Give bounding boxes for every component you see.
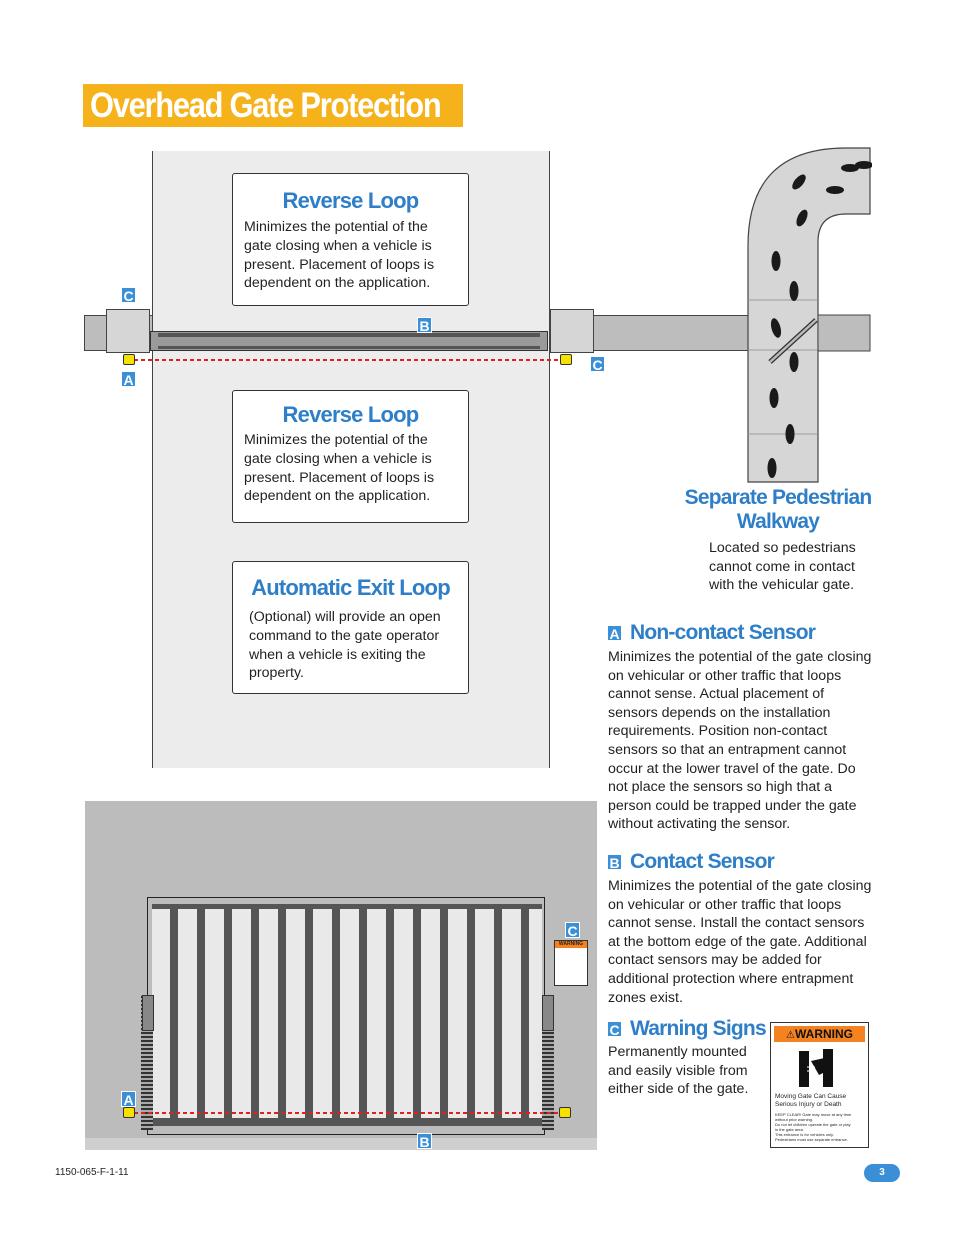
warning-text: Permanently mounted and easily visible f… [608,1044,749,1098]
reverse-loop-text-2: Minimizes the potential of the gate clos… [244,432,435,505]
right-post [550,309,594,353]
label-a-top: A [121,371,136,388]
warning-sign-small: WARNING [554,940,588,986]
warning-sign-line1: Moving Gate Can Cause [775,1093,847,1100]
pedestrian-title-line2: Walkway [736,510,820,533]
right-spring-cap [542,995,554,1031]
label-b-section: B [607,854,622,871]
gate-slats [152,904,542,1126]
document-code: 1150-065-F-1-11 [55,1167,129,1178]
warning-sign-line2: Serious Injury or Death [775,1101,842,1108]
page-number: 3 [864,1164,900,1182]
label-c-section: C [607,1021,622,1038]
right-wall [590,315,750,351]
pedestrian-walkway-illustration [747,147,872,483]
gate-top-edge [158,333,540,337]
label-a-section: A [607,625,622,642]
exit-loop-title: Automatic Exit Loop [251,575,451,600]
warning-title: Warning Signs [630,1017,767,1040]
exit-loop-text: (Optional) will provide an open command … [249,609,441,682]
exit-loop-box: Automatic Exit Loop (Optional) will prov… [232,561,469,694]
page-title: Overhead Gate Protection [90,86,442,125]
label-c-bottom: C [565,922,580,939]
label-b-bottom: B [417,1133,432,1150]
noncontact-title: Non-contact Sensor [630,621,816,644]
sensor-right-top [560,354,572,365]
warning-triangle-icon: ⚠ [786,1030,795,1041]
left-spring-cap [142,995,154,1031]
sensor-left-bottom [123,1107,135,1118]
left-post [106,309,150,353]
sensor-left-top [123,354,135,365]
pedestrian-title-line1: Separate Pedestrian [684,486,873,509]
noncontact-text: Minimizes the potential of the gate clos… [608,649,872,833]
warning-sign-small-header: WARNING [555,941,587,948]
sensor-beam-top [134,359,566,361]
warning-sign: ⚠WARNING Moving Gate Can Cause Serious I… [770,1022,869,1148]
reverse-loop-box-1: Reverse Loop Minimizes the potential of … [232,173,469,306]
label-a-bottom: A [121,1091,136,1108]
reverse-loop-title-1: Reverse Loop [282,188,420,213]
sensor-beam-bottom [134,1112,566,1114]
reverse-loop-box-2: Reverse Loop Minimizes the potential of … [232,390,469,523]
warning-sign-header: ⚠WARNING [774,1026,865,1042]
title-bar [83,84,463,127]
pedestrian-text: Located so pedestrians cannot come in co… [709,540,856,594]
ground-strip [85,1138,597,1150]
contact-text: Minimizes the potential of the gate clos… [608,878,872,1006]
reverse-loop-title-2: Reverse Loop [282,402,420,427]
reverse-loop-text-1: Minimizes the potential of the gate clos… [244,219,435,292]
sensor-right-bottom [559,1107,571,1118]
label-b-top: B [417,317,432,334]
hand-crush-icon [799,1049,833,1087]
label-c-top-right: C [590,356,605,373]
label-c-top-left: C [121,287,136,304]
contact-title: Contact Sensor [630,850,775,873]
gate-bottom-edge [158,346,540,349]
